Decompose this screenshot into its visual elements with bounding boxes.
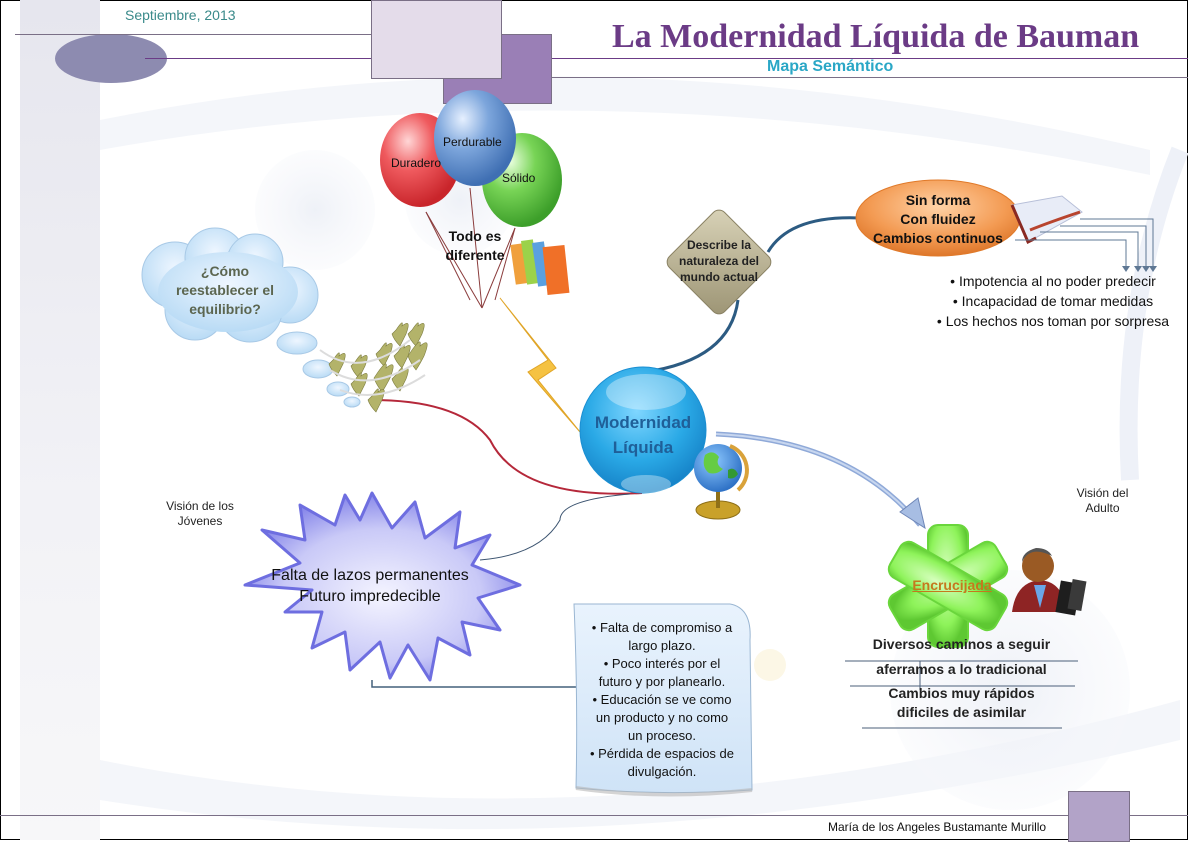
footer-rect bbox=[1068, 791, 1130, 842]
balloon-label-solido: Sólido bbox=[502, 171, 536, 185]
bracket-lines bbox=[1015, 218, 1154, 268]
adult-node-shape bbox=[887, 524, 1009, 648]
globe-icon bbox=[694, 444, 749, 520]
orange-line2: Con fluidez bbox=[900, 211, 976, 227]
lightning-icon bbox=[499, 297, 581, 433]
balloon-label-perdurable: Perdurable bbox=[443, 135, 502, 149]
orange-line1: Sin forma bbox=[905, 192, 971, 208]
footer-line bbox=[0, 815, 1188, 816]
consequences-list: • Impotencia al no poder predecir • Inca… bbox=[908, 271, 1188, 331]
balloon-caption: Todo es diferente bbox=[440, 227, 510, 265]
cloud-line3: equilibrio? bbox=[189, 301, 261, 317]
header-rect-light bbox=[371, 0, 502, 79]
balloon-caption-line2: diferente bbox=[445, 247, 505, 263]
connector-central-star bbox=[479, 493, 631, 561]
adult-item: Diversos caminos a seguir bbox=[872, 636, 1051, 652]
consequence-item: • Impotencia al no poder predecir bbox=[950, 273, 1156, 289]
youth-label-line1: Visión de los bbox=[166, 499, 234, 513]
cloud-line1: ¿Cómo bbox=[200, 263, 250, 279]
diamond-line2: naturaleza del bbox=[678, 254, 760, 268]
adult-label-line1: Visión del bbox=[1076, 486, 1129, 500]
connector-star-note bbox=[371, 680, 579, 688]
balloon-label-duradero: Duradero bbox=[391, 156, 442, 170]
balloon-caption-line1: Todo es bbox=[448, 228, 502, 244]
adult-item: aferramos a lo tradicional bbox=[876, 661, 1047, 677]
note-line: futuro y por planearlo. bbox=[598, 674, 726, 689]
connector-diamond-orange bbox=[766, 216, 861, 253]
note-line: un proceso. bbox=[628, 728, 696, 743]
central-line1: Modernidad bbox=[594, 413, 692, 432]
cloud-line2: reestablecer el bbox=[175, 282, 275, 298]
youth-star-line2: Futuro impredecible bbox=[299, 588, 441, 605]
youth-label-line2: Jóvenes bbox=[177, 514, 223, 528]
diamond-node bbox=[666, 209, 772, 315]
page-title: La Modernidad Líquida de Bauman bbox=[612, 18, 1140, 55]
note-line: un producto y no como bbox=[595, 710, 729, 725]
adult-item: dificiles de asimilar bbox=[896, 704, 1027, 720]
connector-central-cloud bbox=[371, 399, 643, 495]
note-line: • Educación se ve como bbox=[592, 692, 732, 707]
note-line: largo plazo. bbox=[628, 638, 696, 653]
connector-central-diamond bbox=[644, 299, 740, 374]
adult-label-line2: Adulto bbox=[1085, 501, 1120, 515]
adult-label: Visión del Adulto bbox=[1055, 486, 1150, 516]
orange-node-text: Sin forma Con fluidez Cambios continuos bbox=[858, 191, 1018, 248]
consequence-item: • Incapacidad de tomar medidas bbox=[952, 293, 1154, 309]
adult-item-lines bbox=[845, 660, 1078, 729]
leaves-icon bbox=[328, 322, 428, 413]
note-line: • Poco interés por el bbox=[603, 656, 721, 671]
adult-node-label: Encrucijada bbox=[912, 577, 992, 593]
open-book-icon bbox=[1010, 195, 1083, 245]
note-line: • Pérdida de espacios de bbox=[589, 746, 735, 761]
youth-star-line1: Falta de lazos permanentes bbox=[271, 567, 469, 584]
diamond-node-text: Describe la naturaleza del mundo actual bbox=[666, 237, 772, 285]
cloud-node-text: ¿Cómo reestablecer el equilibrio? bbox=[155, 262, 295, 319]
adult-item: Cambios muy rápidos bbox=[888, 685, 1035, 701]
note-line: divulgación. bbox=[627, 764, 697, 779]
header-line-mid bbox=[145, 58, 1188, 59]
note-line: • Falta de compromiso a bbox=[591, 620, 733, 635]
central-node-shape bbox=[579, 366, 707, 494]
youth-note: • Falta de compromiso a largo plazo. • P… bbox=[574, 619, 750, 781]
central-line2: Líquida bbox=[612, 438, 674, 457]
balloons-icon bbox=[380, 90, 562, 227]
bracket-arrowheads bbox=[1122, 266, 1157, 272]
left-decorative-strip bbox=[20, 0, 100, 840]
consequence-item: • Los hechos nos toman por sorpresa bbox=[936, 313, 1170, 329]
header-line-top bbox=[15, 34, 375, 35]
diamond-line3: mundo actual bbox=[679, 270, 758, 284]
youth-label: Visión de los Jóvenes bbox=[150, 499, 250, 529]
orange-line3: Cambios continuos bbox=[873, 230, 1003, 246]
diamond-line1: Describe la bbox=[686, 238, 752, 252]
businessman-icon bbox=[1012, 548, 1087, 616]
balloon-strings bbox=[425, 187, 516, 309]
books-icon bbox=[510, 239, 570, 296]
header-line-bottom bbox=[550, 77, 1188, 78]
central-node-text: Modernidad Líquida bbox=[580, 410, 706, 460]
date-label: Septiembre, 2013 bbox=[125, 7, 236, 23]
page-subtitle: Mapa Semántico bbox=[767, 58, 894, 75]
youth-star-text: Falta de lazos permanentes Futuro impred… bbox=[240, 565, 500, 607]
youth-star-shape bbox=[243, 491, 522, 682]
footer-author: María de los Angeles Bustamante Murillo bbox=[828, 820, 1047, 834]
cloud-node bbox=[141, 227, 361, 408]
leaf-swooshes bbox=[319, 339, 426, 396]
